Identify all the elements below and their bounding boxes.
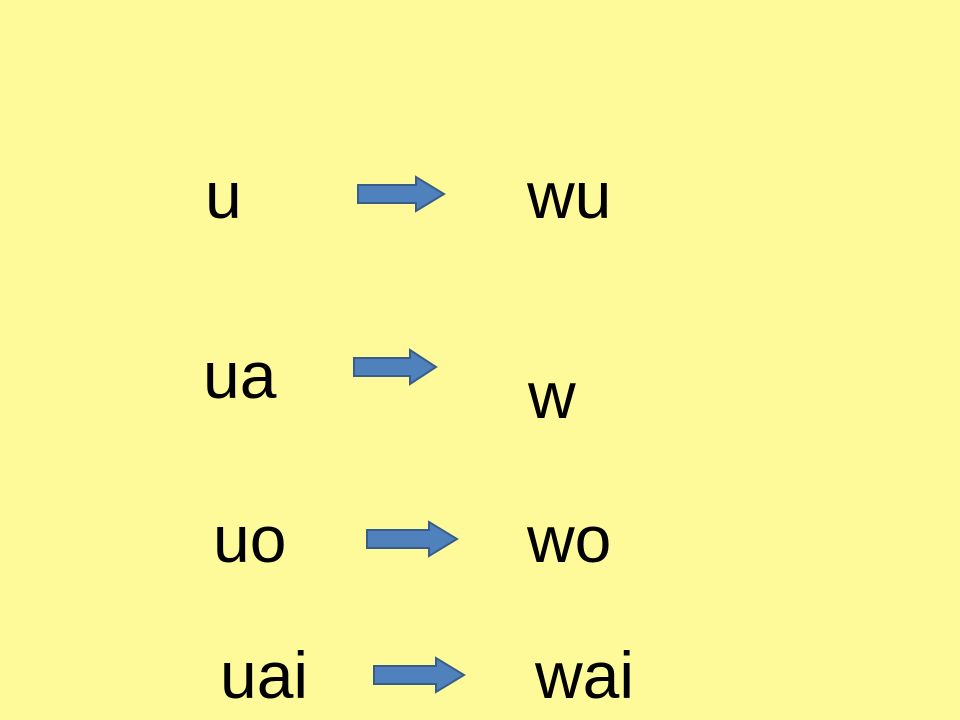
target-syllable-wai: wai [535,638,635,712]
arrow-shape [357,175,446,213]
source-syllable-u: u [205,158,242,232]
arrow-shape [373,656,466,694]
source-syllable-uo: uo [213,502,287,576]
right-arrow-icon [373,656,466,694]
target-syllable-wu: wu [527,158,612,232]
arrow-shape [366,520,459,558]
right-arrow-icon [353,348,438,386]
right-arrow-icon [366,520,459,558]
source-syllable-ua: ua [203,338,277,412]
right-arrow-icon [357,175,446,213]
source-syllable-uai: uai [220,638,309,712]
target-syllable-wo: wo [527,502,612,576]
arrow-shape [353,348,438,386]
target-syllable-w: w [528,358,576,432]
